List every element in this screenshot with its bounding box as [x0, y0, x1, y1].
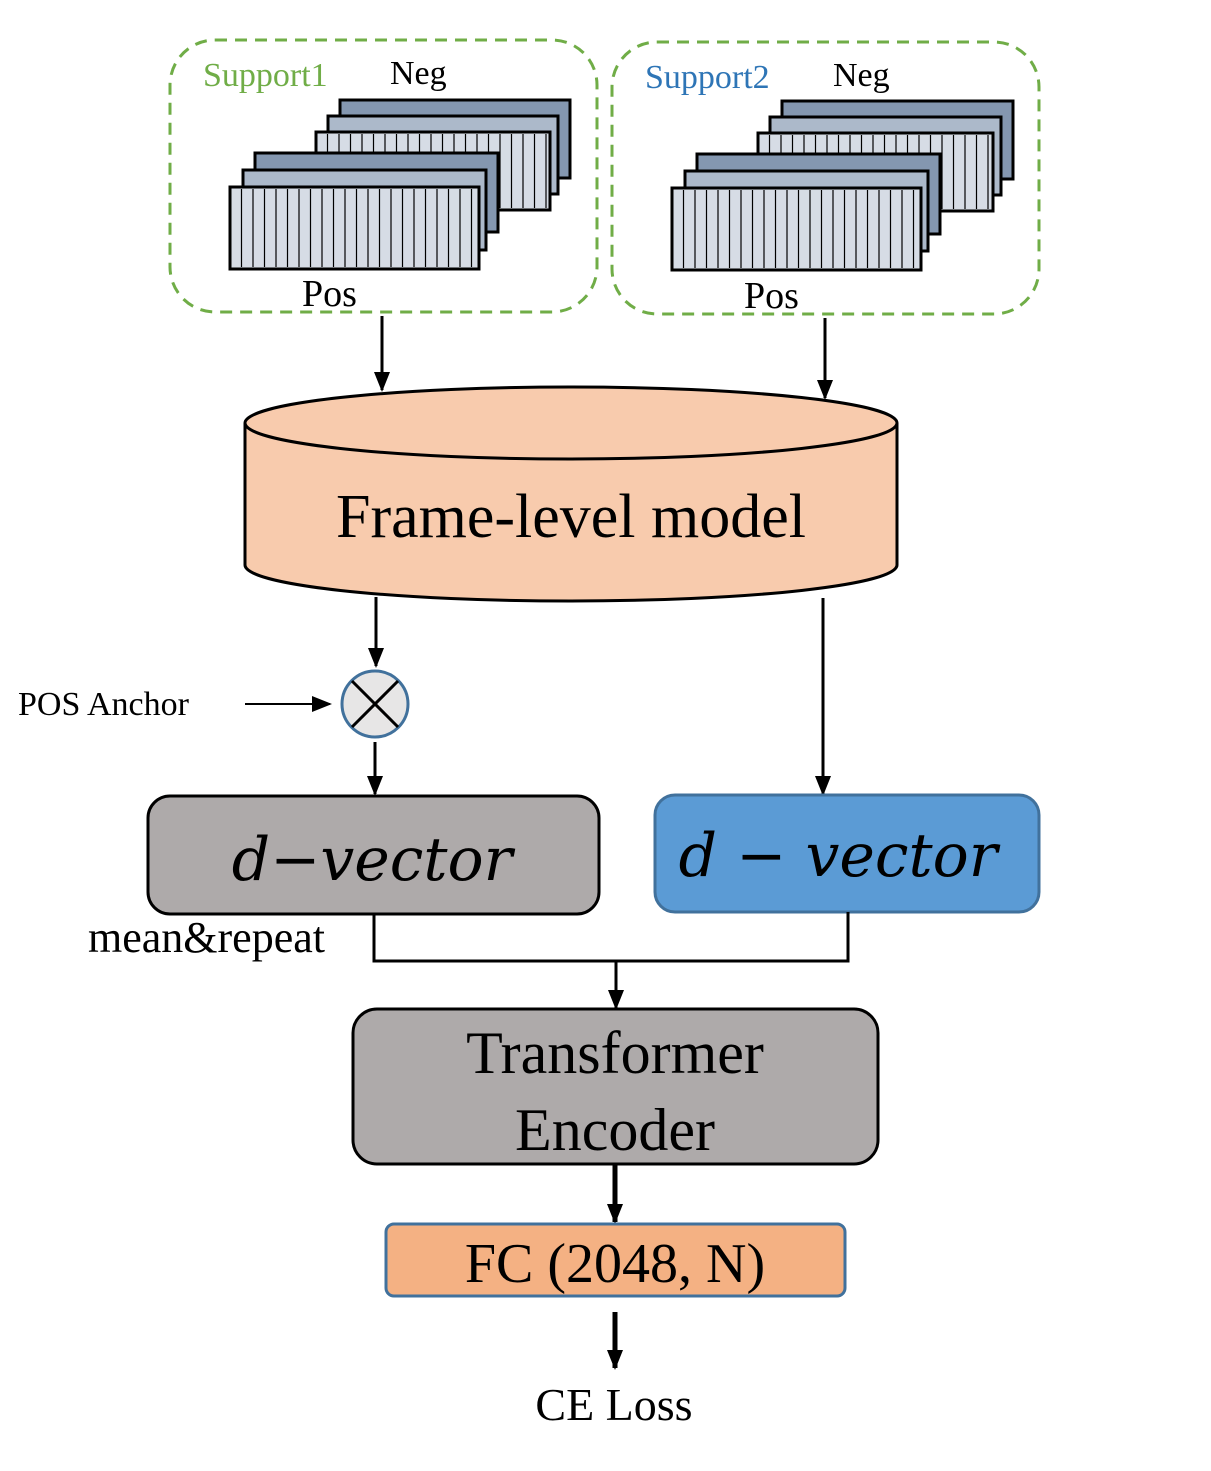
pos-anchor-label: POS Anchor	[18, 686, 190, 723]
support2-neg-label: Neg	[833, 57, 890, 94]
dvector-right-box: d − vector	[653, 793, 1041, 914]
fc-label: FC (2048, N)	[465, 1233, 765, 1295]
support1-pos-frames	[228, 151, 500, 271]
dvector-left-box: d−vector	[146, 794, 601, 916]
mean-repeat-label: mean&repeat	[88, 913, 325, 962]
dvector-right-label: d − vector	[679, 821, 1001, 891]
support2-pos-frame	[670, 186, 923, 272]
support2-pos-frames	[670, 152, 942, 272]
merge-connector	[372, 912, 850, 963]
ce-loss-label: CE Loss	[535, 1379, 692, 1430]
support1-neg-label: Neg	[390, 55, 447, 92]
support1-group: Support1 Neg Pos	[168, 38, 599, 315]
transformer-encoder-box: Transformer Encoder	[351, 1007, 880, 1166]
dvector-left-label: d−vector	[232, 825, 516, 895]
support2-group: Support2 Neg Pos	[610, 40, 1041, 317]
support2-dashed-border	[610, 40, 1041, 316]
support1-dashed-border	[168, 38, 599, 314]
fc-box: FC (2048, N)	[384, 1222, 847, 1298]
support1-pos-label: Pos	[302, 273, 357, 315]
support1-title: Support1	[203, 57, 328, 94]
frame-level-model: Frame-level model	[243, 385, 899, 603]
support1-pos-frame	[228, 185, 481, 271]
cylinder-top	[243, 385, 899, 461]
support2-pos-label: Pos	[744, 275, 799, 317]
transformer-line1: Transformer	[466, 1020, 764, 1086]
frame-model-label: Frame-level model	[336, 483, 806, 551]
support2-title: Support2	[645, 59, 770, 96]
multiply-circle-icon	[340, 669, 410, 739]
cylinder-body	[243, 423, 899, 603]
transformer-line2: Encoder	[515, 1097, 715, 1163]
